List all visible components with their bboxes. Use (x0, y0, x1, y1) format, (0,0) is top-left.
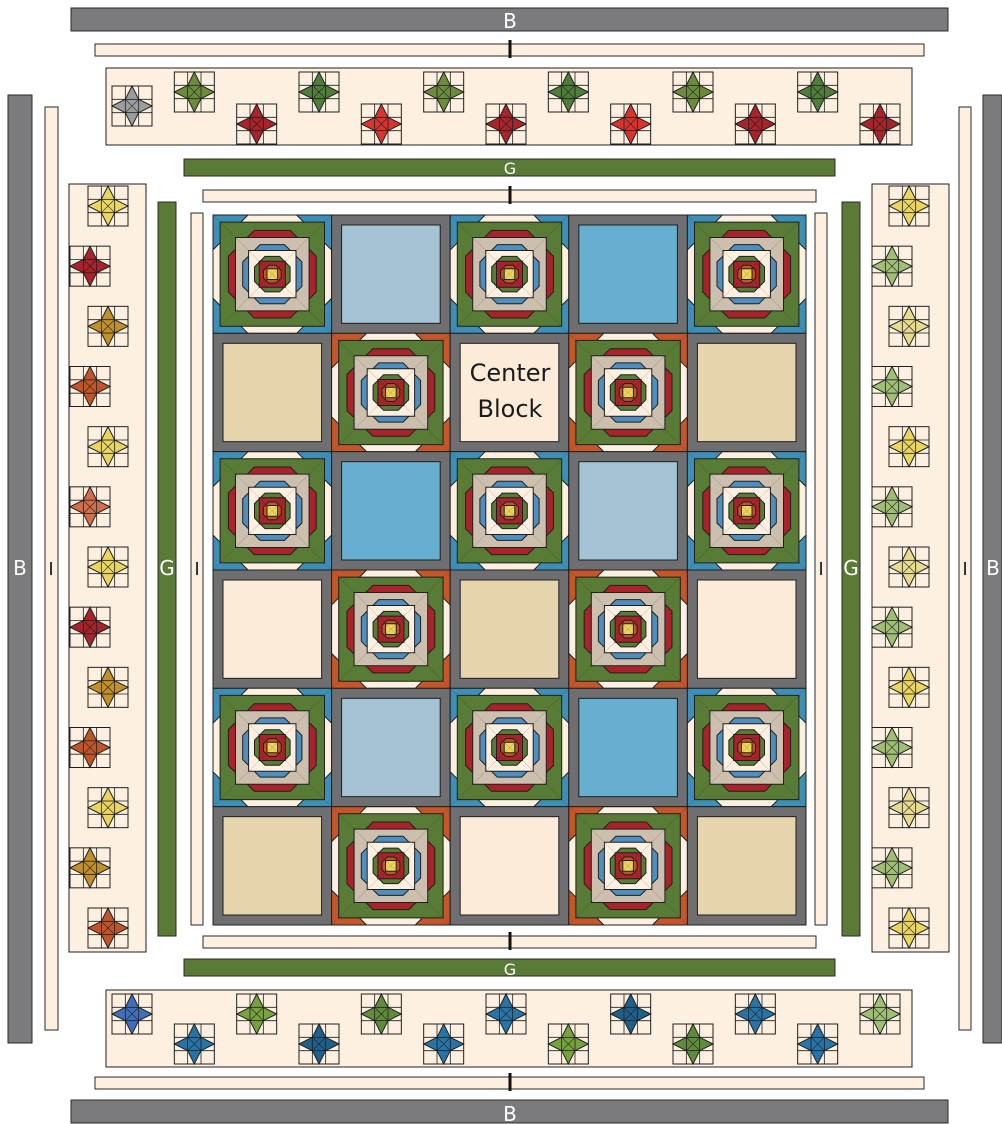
pineapple-block (687, 215, 806, 333)
star-right (889, 547, 929, 587)
star-top (361, 104, 401, 144)
label-g-top: G (504, 159, 516, 178)
star-left (70, 246, 110, 286)
star-right (872, 607, 912, 647)
pineapple-block (450, 215, 569, 333)
pineapple-block (213, 215, 332, 333)
star-right (872, 848, 912, 888)
pineapple-block (569, 333, 688, 451)
pineapple-block (687, 452, 806, 570)
star-left (88, 788, 128, 828)
alternate-block-square (460, 817, 559, 915)
pineapple-block (332, 807, 451, 925)
pineapple-block (332, 570, 451, 688)
star-left (70, 607, 110, 647)
alternate-block-square (697, 580, 796, 678)
star-right (889, 427, 929, 467)
label-i-left-inner: I (194, 559, 199, 580)
star-left (70, 848, 110, 888)
star-top (299, 72, 339, 112)
star-bottom (486, 994, 526, 1034)
center-field-blocks (213, 215, 806, 925)
star-right (889, 667, 929, 707)
alternate-block-square (223, 343, 322, 441)
star-bottom (361, 994, 401, 1034)
star-bottom (673, 1024, 713, 1064)
center-block-label-line2: Block (478, 395, 543, 423)
label-i-left-outer: I (48, 559, 53, 580)
alternate-block-square (579, 462, 678, 560)
star-top (735, 104, 775, 144)
star-top (486, 104, 526, 144)
star-top (237, 104, 277, 144)
label-i-right-outer: I (962, 559, 967, 580)
star-top (798, 72, 838, 112)
star-left (70, 367, 110, 407)
star-left (70, 728, 110, 768)
alternate-block-square (697, 343, 796, 441)
label-b-right: B (986, 556, 1000, 580)
star-right (889, 788, 929, 828)
label-g-left: G (159, 556, 175, 580)
alternate-block-square (342, 225, 441, 323)
star-bottom (735, 994, 775, 1034)
star-bottom (798, 1024, 838, 1064)
alternate-block-square (579, 698, 678, 796)
pineapple-block (213, 452, 332, 570)
pineapple-block (213, 688, 332, 806)
star-bottom (424, 1024, 464, 1064)
label-i-right-inner: I (818, 559, 823, 580)
star-bottom (548, 1024, 588, 1064)
center-block-label-line1: Center (470, 359, 551, 387)
star-right (889, 306, 929, 346)
pineapple-block (569, 807, 688, 925)
alternate-block-square (223, 580, 322, 678)
star-right (889, 908, 929, 948)
alternate-block-square (342, 698, 441, 796)
star-top (174, 72, 214, 112)
star-bottom (611, 994, 651, 1034)
star-left (88, 186, 128, 226)
star-top (548, 72, 588, 112)
star-right (872, 367, 912, 407)
star-left (88, 667, 128, 707)
star-top (860, 104, 900, 144)
label-b-left: B (13, 556, 27, 580)
star-right (872, 246, 912, 286)
star-bottom (299, 1024, 339, 1064)
star-right (872, 728, 912, 768)
star-top (611, 104, 651, 144)
label-b-bottom: B (503, 1102, 517, 1124)
alternate-block-square (697, 817, 796, 915)
star-left (70, 487, 110, 527)
pineapple-block (332, 333, 451, 451)
star-top (424, 72, 464, 112)
label-g-bottom: G (504, 960, 516, 979)
star-left (88, 306, 128, 346)
star-bottom (112, 994, 152, 1034)
star-bottom (860, 994, 900, 1034)
pineapple-block (569, 570, 688, 688)
star-top (112, 86, 152, 126)
star-bottom (174, 1024, 214, 1064)
pineapple-block (450, 688, 569, 806)
pineapple-block (450, 452, 569, 570)
alternate-block-square (579, 225, 678, 323)
star-right (889, 186, 929, 226)
star-top (673, 72, 713, 112)
star-left (88, 908, 128, 948)
pineapple-block (687, 688, 806, 806)
star-left (88, 547, 128, 587)
label-b-top: B (503, 9, 517, 33)
star-bottom (237, 994, 277, 1034)
star-left (88, 427, 128, 467)
star-right (872, 487, 912, 527)
alternate-block-square (342, 462, 441, 560)
label-g-right: G (843, 556, 859, 580)
alternate-block-square (460, 580, 559, 678)
alternate-block-square (223, 817, 322, 915)
